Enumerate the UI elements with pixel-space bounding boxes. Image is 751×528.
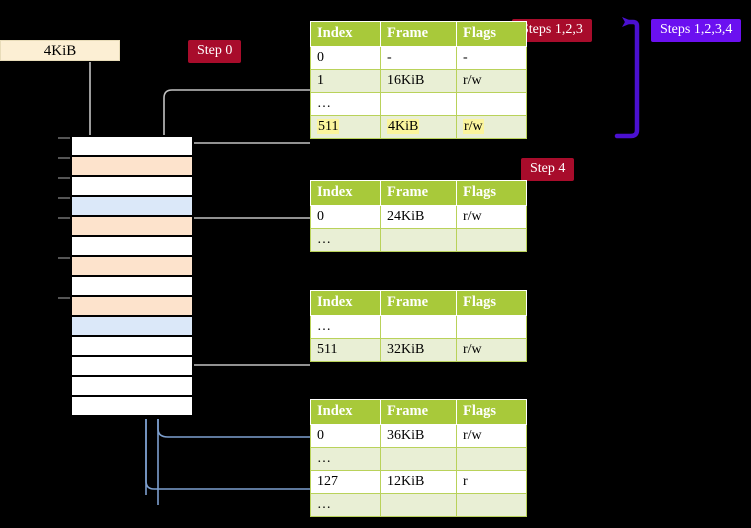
memory-frame-row xyxy=(72,277,192,297)
column-header-frame: Frame xyxy=(380,180,457,206)
memory-tick-mark xyxy=(58,157,70,159)
table-cell xyxy=(380,315,457,339)
table-cell: 16KiB xyxy=(380,69,457,93)
memory-frame-row xyxy=(72,337,192,357)
memory-frame-row xyxy=(72,157,192,177)
table-row[interactable]: … xyxy=(310,228,527,252)
table-cell: … xyxy=(310,493,381,517)
table-cell: 511 xyxy=(310,338,381,362)
badge-step-0: Step 0 xyxy=(188,40,242,63)
table-cell xyxy=(380,228,457,252)
table-cell: 0 xyxy=(310,205,381,229)
badge-steps-123: Steps 1,2,3 xyxy=(512,19,592,42)
column-header-flags: Flags xyxy=(456,399,527,425)
memory-frame-row xyxy=(72,237,192,257)
column-header-flags: Flags xyxy=(456,290,527,316)
memory-tick-mark xyxy=(58,297,70,299)
wire-table0-row1 xyxy=(163,89,310,140)
table-cell xyxy=(456,493,527,517)
memory-frame-row xyxy=(72,197,192,217)
table-cell: 127 xyxy=(310,470,381,494)
memory-tick-mark xyxy=(58,257,70,259)
table-cell: 32KiB xyxy=(380,338,457,362)
table-cell: 1 xyxy=(310,69,381,93)
wire-table1-row0 xyxy=(174,217,310,254)
table-cell xyxy=(380,493,457,517)
table-cell: r/w xyxy=(456,115,527,139)
table-cell: 0 xyxy=(310,424,381,448)
column-header-index: Index xyxy=(310,21,381,47)
table-cell: - xyxy=(380,46,457,70)
wire-purple-steps xyxy=(614,17,640,139)
column-header-index: Index xyxy=(310,290,381,316)
memory-frame-row xyxy=(72,377,192,397)
memory-frame-row xyxy=(72,257,192,277)
table-cell xyxy=(456,315,527,339)
memory-frame-row xyxy=(72,317,192,337)
table-cell: r/w xyxy=(456,338,527,362)
column-header-flags: Flags xyxy=(456,180,527,206)
badge-steps-1234: Steps 1,2,3,4 xyxy=(651,19,742,42)
table-cell: 36KiB xyxy=(380,424,457,448)
wire-table3-row127 xyxy=(145,415,310,490)
table-cell: 12KiB xyxy=(380,470,457,494)
column-header-frame: Frame xyxy=(380,399,457,425)
memory-frame-row xyxy=(72,137,192,157)
table-cell xyxy=(456,92,527,116)
memory-tick-mark xyxy=(58,217,70,219)
table-cell: 511 xyxy=(310,115,381,139)
table-row[interactable]: … xyxy=(310,493,527,517)
column-header-index: Index xyxy=(310,180,381,206)
memory-tick-mark xyxy=(58,197,70,199)
table-cell: r/w xyxy=(456,205,527,229)
table-cell: … xyxy=(310,315,381,339)
table-row[interactable]: … xyxy=(310,92,527,116)
table-cell: … xyxy=(310,92,381,116)
table-cell: … xyxy=(310,447,381,471)
table-cell: r/w xyxy=(456,424,527,448)
table-row[interactable]: … xyxy=(310,447,527,471)
table-row[interactable]: 0-- xyxy=(310,46,527,70)
table-cell xyxy=(380,447,457,471)
table-cell: r/w xyxy=(456,69,527,93)
table-cell: - xyxy=(456,46,527,70)
column-header-flags: Flags xyxy=(456,21,527,47)
memory-tick-mark xyxy=(58,177,70,179)
table-cell xyxy=(456,447,527,471)
memory-frame-row xyxy=(72,397,192,417)
table-cell: 24KiB xyxy=(380,205,457,229)
column-header-frame: Frame xyxy=(380,21,457,47)
column-header-frame: Frame xyxy=(380,290,457,316)
memory-frame-row xyxy=(72,297,192,317)
memory-frame-row xyxy=(72,357,192,377)
table-cell: … xyxy=(310,228,381,252)
table-cell xyxy=(456,228,527,252)
table-cell: 0 xyxy=(310,46,381,70)
frame-size-label: 4KiB xyxy=(0,40,120,61)
memory-frame-row xyxy=(72,177,192,197)
table-row[interactable]: … xyxy=(310,315,527,339)
column-header-index: Index xyxy=(310,399,381,425)
memory-tick-mark xyxy=(58,137,70,139)
memory-frame-row xyxy=(72,217,192,237)
physical-memory-column xyxy=(58,135,194,419)
table-cell: 4KiB xyxy=(380,115,457,139)
table-cell: r xyxy=(456,470,527,494)
table-cell xyxy=(380,92,457,116)
badge-step-4: Step 4 xyxy=(521,158,575,181)
